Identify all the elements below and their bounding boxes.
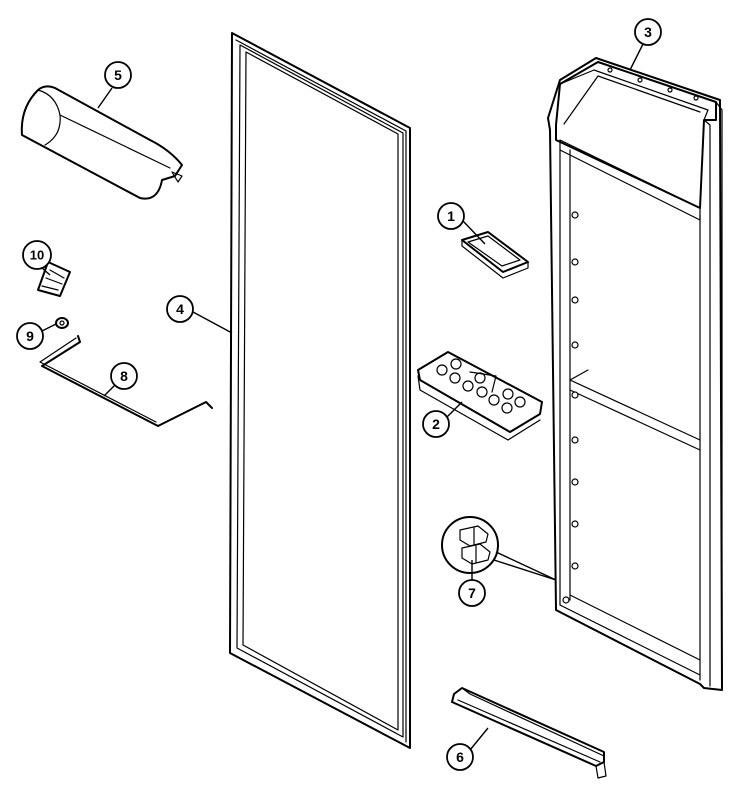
nut [55,317,69,329]
callout-1: 1 [437,202,465,230]
callout-8: 8 [110,362,138,390]
callout-1-label: 1 [447,208,455,224]
callout-5-label: 5 [114,67,122,83]
ice-tray-small [461,231,529,279]
callout-7-label: 7 [468,585,476,601]
freezer-door-liner [547,57,723,691]
callout-8-label: 8 [120,368,128,384]
ice-cube-tray [417,351,543,441]
callout-2: 2 [422,410,450,438]
door-handle [20,85,183,200]
callout-6-label: 6 [456,749,464,765]
callout-6: 6 [446,743,474,771]
callout-7: 7 [458,579,486,607]
shelf-clip [441,516,557,581]
callout-2-label: 2 [432,416,440,432]
callout-4: 4 [166,295,194,323]
callout-3: 3 [634,18,662,46]
callout-9-label: 9 [26,328,34,344]
screw [37,261,71,297]
door-gasket [229,32,411,749]
callout-9: 9 [16,322,44,350]
callout-10: 10 [22,240,52,270]
callout-10-label: 10 [30,248,44,263]
door-trim-strip [451,687,607,779]
callout-3-label: 3 [644,24,652,40]
callout-4-label: 4 [176,301,184,317]
callout-5: 5 [104,61,132,89]
door-stop-rod [39,335,213,427]
